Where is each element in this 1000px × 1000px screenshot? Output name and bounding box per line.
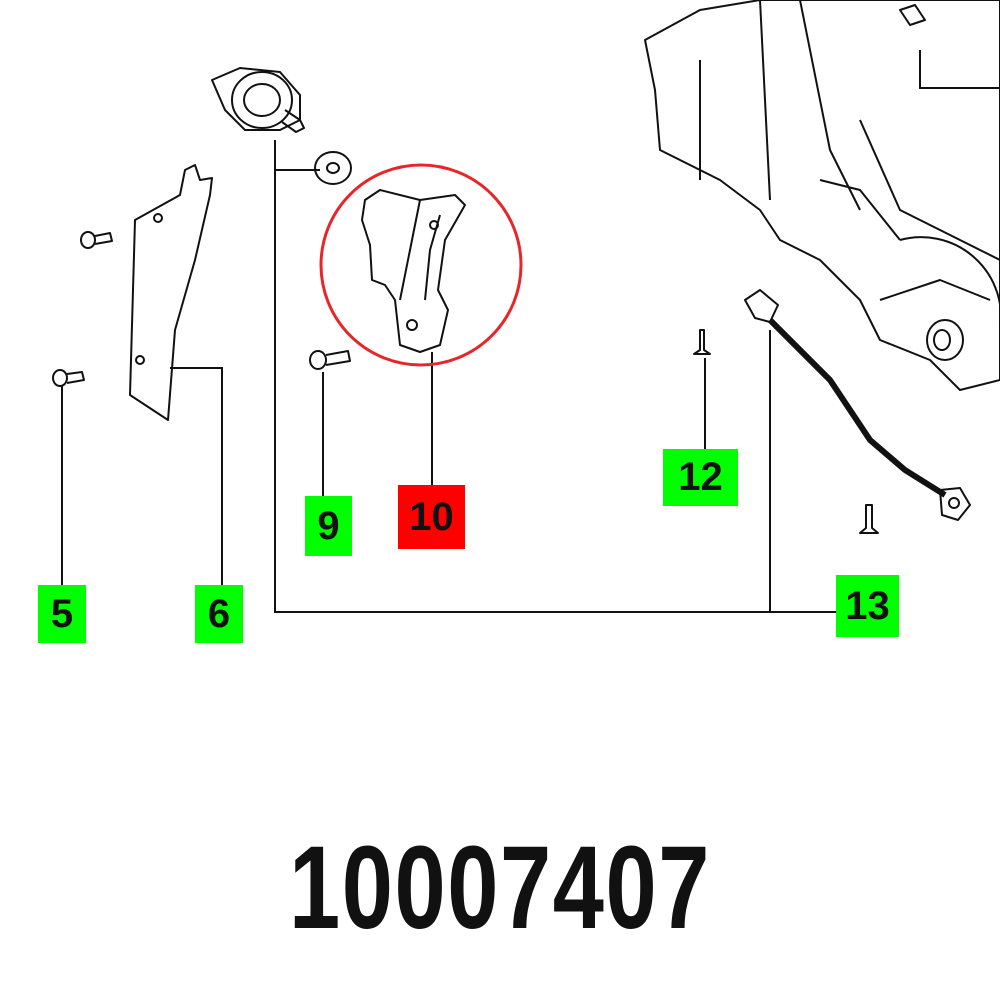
highlight-circle xyxy=(319,163,523,367)
screw-part-5a xyxy=(80,231,113,249)
knob-part xyxy=(211,67,305,133)
lever-part xyxy=(361,189,466,353)
callout-label-13[interactable]: 13 xyxy=(836,575,899,637)
leader-lines xyxy=(61,50,1000,613)
screw-part-9 xyxy=(309,350,351,370)
callout-label-10[interactable]: 10 xyxy=(398,485,465,549)
screw-part-12 xyxy=(693,329,711,355)
callout-label-9[interactable]: 9 xyxy=(305,496,352,556)
screw-part-5 xyxy=(52,369,85,387)
washer-part xyxy=(314,151,352,185)
housing-part xyxy=(644,0,1000,391)
callout-label-5[interactable]: 5 xyxy=(38,585,86,643)
part-number: 10007407 xyxy=(288,822,711,954)
cable-part xyxy=(744,289,971,521)
callout-label-12[interactable]: 12 xyxy=(663,449,738,506)
screw-part-13 xyxy=(859,504,879,534)
callout-label-6[interactable]: 6 xyxy=(195,585,243,643)
bushing-part xyxy=(926,319,964,361)
plate-part xyxy=(129,164,213,421)
